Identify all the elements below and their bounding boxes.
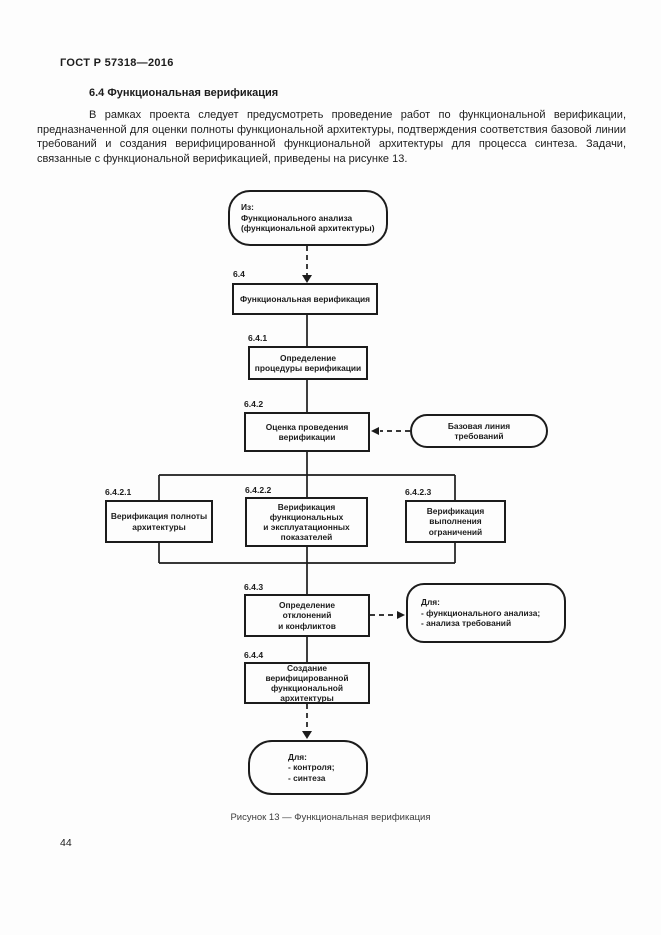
flow-num-6-4-2: 6.4.2 xyxy=(244,399,264,409)
flow-box-6-4-3: Определение отклонений и конфликтов xyxy=(244,594,370,637)
flow-node-baseline: Базовая линия требований xyxy=(410,414,548,448)
flow-node-end: Для: - контроля; - синтеза xyxy=(248,740,368,795)
flow-box-6-4-2: Оценка проведения верификации xyxy=(244,412,370,452)
flow-num-6-4-2-2: 6.4.2.2 xyxy=(245,485,272,495)
flow-box-6-4-2-3: Верификация выполнения ограничений xyxy=(405,500,506,543)
flow-num-6-4-2-1: 6.4.2.1 xyxy=(105,487,132,497)
section-heading: 6.4 Функциональная верификация xyxy=(89,87,279,99)
page-number: 44 xyxy=(60,837,72,849)
flow-box-6-4-1: Определение процедуры верификации xyxy=(248,346,368,380)
flow-num-6-4-1: 6.4.1 xyxy=(248,333,268,343)
flow-box-6-4-2-2: Верификация функциональных и эксплуатаци… xyxy=(245,497,368,547)
flow-node-for-analysis: Для: - функционального анализа; - анализ… xyxy=(406,583,566,643)
flow-box-6-4: Функциональная верификация xyxy=(232,283,378,315)
flow-node-start: Из: Функционального анализа (функциональ… xyxy=(228,190,388,246)
doc-code: ГОСТ Р 57318—2016 xyxy=(60,57,174,69)
flow-num-6-4: 6.4 xyxy=(233,269,245,279)
flow-box-6-4-2-1: Верификация полноты архитектуры xyxy=(105,500,213,543)
flow-box-6-4-4: Создание верифицированной функциональной… xyxy=(244,662,370,704)
flow-num-6-4-2-3: 6.4.2.3 xyxy=(405,487,432,497)
flow-num-6-4-3: 6.4.3 xyxy=(244,582,264,592)
figure-caption: Рисунок 13 — Функциональная верификация xyxy=(230,812,431,823)
section-paragraph: В рамках проекта следует предусмотреть п… xyxy=(37,109,626,165)
flow-num-6-4-4: 6.4.4 xyxy=(244,650,264,660)
